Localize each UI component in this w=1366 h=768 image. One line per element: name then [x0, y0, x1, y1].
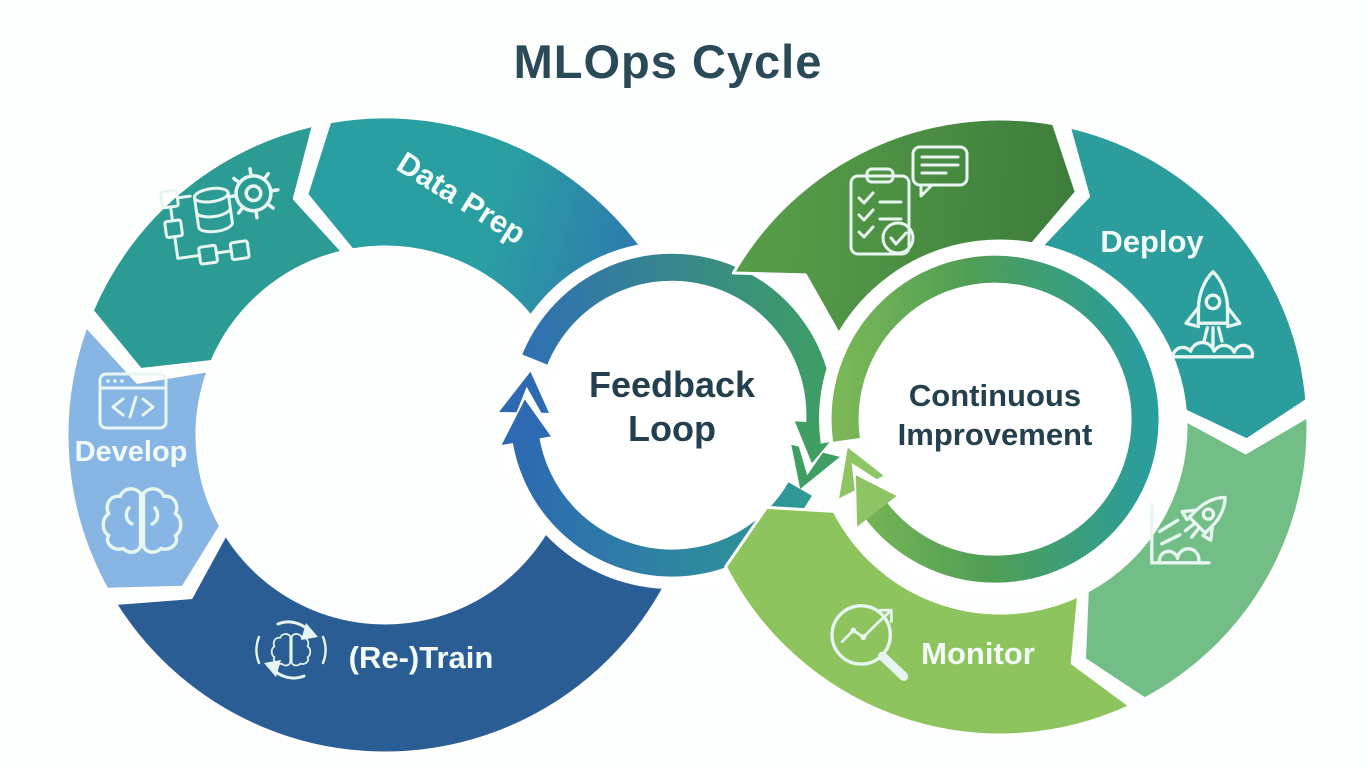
continuous-improvement-ring: [819, 243, 1172, 596]
paren-right: [321, 635, 327, 665]
refresh-arrowhead-top: [301, 623, 318, 640]
ring-arrowhead: [501, 399, 551, 445]
ring-arc: [831, 255, 1159, 583]
right-cycle-segments: [724, 117, 1310, 737]
continuous-improvement-label-line2: Improvement: [898, 417, 1093, 452]
labels: MLOps Cycle Data Prep Develop (Re-)Train…: [75, 35, 1205, 675]
ring-arc: [522, 253, 834, 430]
ring-arrowhead: [855, 475, 897, 527]
segment-label-develop: Develop: [75, 436, 188, 468]
page-title: MLOps Cycle: [514, 35, 823, 88]
clipboard-checklist: [849, 167, 915, 256]
segment-label-retrain: (Re-)Train: [349, 640, 494, 675]
ring-chevron: [499, 371, 549, 413]
segment-label-monitor: Monitor: [921, 636, 1035, 671]
flowchart-nodes: [159, 188, 251, 266]
continuous-improvement-label-line1: Continuous: [909, 378, 1081, 413]
checklist-chat-icon: [849, 145, 969, 256]
brain-refresh-icon: [255, 620, 327, 680]
monitor-search-icon: [830, 604, 909, 681]
segment-scale: [1083, 414, 1310, 701]
brain-icon: [101, 487, 183, 554]
gear-icon: [227, 167, 280, 220]
icons: [98, 145, 1255, 681]
segment-label-deploy: Deploy: [1100, 224, 1204, 259]
ring-inner-disc: [549, 292, 795, 538]
rocket-launch-icon: [1170, 269, 1255, 359]
feedback-loop-label-line2: Loop: [628, 408, 716, 449]
refresh-arrowhead-bottom: [264, 660, 281, 677]
database-icon: [192, 186, 234, 234]
chat-bubble-icon: [911, 145, 969, 198]
feedback-loop-label-line1: Feedback: [589, 364, 756, 405]
pipeline-database-gear-icon: [159, 167, 280, 266]
rocket-corner-icon: [1150, 495, 1227, 565]
segment-deploy: [1040, 125, 1309, 442]
segment-validate: [731, 117, 1078, 336]
code-window-icon: [98, 372, 168, 430]
segment-data-pipeline: [90, 123, 345, 371]
paren-left: [255, 635, 261, 665]
ring-inner-disc: [870, 294, 1120, 544]
segment-monitor: [724, 505, 1132, 737]
